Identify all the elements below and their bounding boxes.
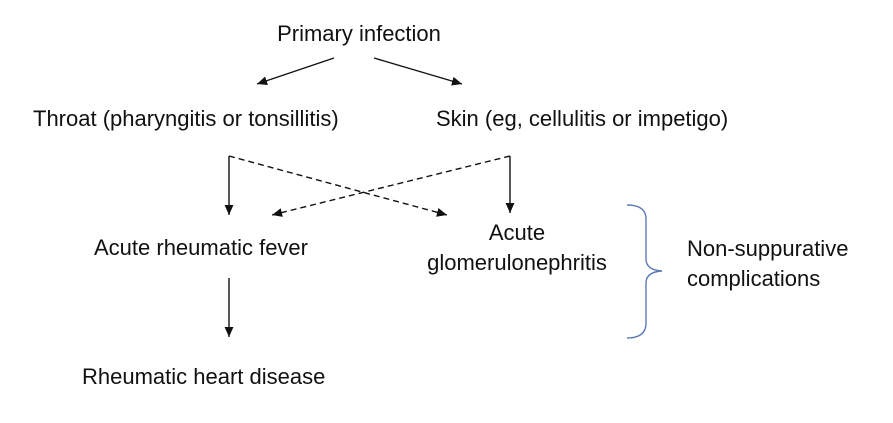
node-throat: Throat (pharyngitis or tonsillitis) bbox=[33, 106, 339, 131]
dashed-arrow-throat-to-agn bbox=[228, 155, 448, 217]
arrow-primary-to-throat bbox=[256, 57, 335, 86]
node-acute-glomerulonephritis: Acute glomerulonephritis bbox=[409, 218, 625, 278]
complications-bracket bbox=[626, 204, 663, 339]
agn-line-2: glomerulonephritis bbox=[427, 250, 607, 275]
dashed-arrow-skin-to-arf bbox=[271, 155, 511, 217]
node-rheumatic-heart-disease: Rheumatic heart disease bbox=[82, 364, 326, 389]
node-skin: Skin (eg, cellulitis or impetigo) bbox=[436, 106, 729, 131]
group-line-2: complications bbox=[687, 266, 821, 291]
group-line-1: Non-suppurative bbox=[687, 236, 849, 261]
node-primary-infection: Primary infection bbox=[277, 21, 441, 46]
agn-line-1: Acute bbox=[488, 220, 546, 245]
node-acute-rheumatic-fever: Acute rheumatic fever bbox=[94, 235, 308, 260]
group-label-non-suppurative: Non-suppurative complications bbox=[687, 234, 848, 294]
arrow-primary-to-skin bbox=[373, 57, 463, 86]
